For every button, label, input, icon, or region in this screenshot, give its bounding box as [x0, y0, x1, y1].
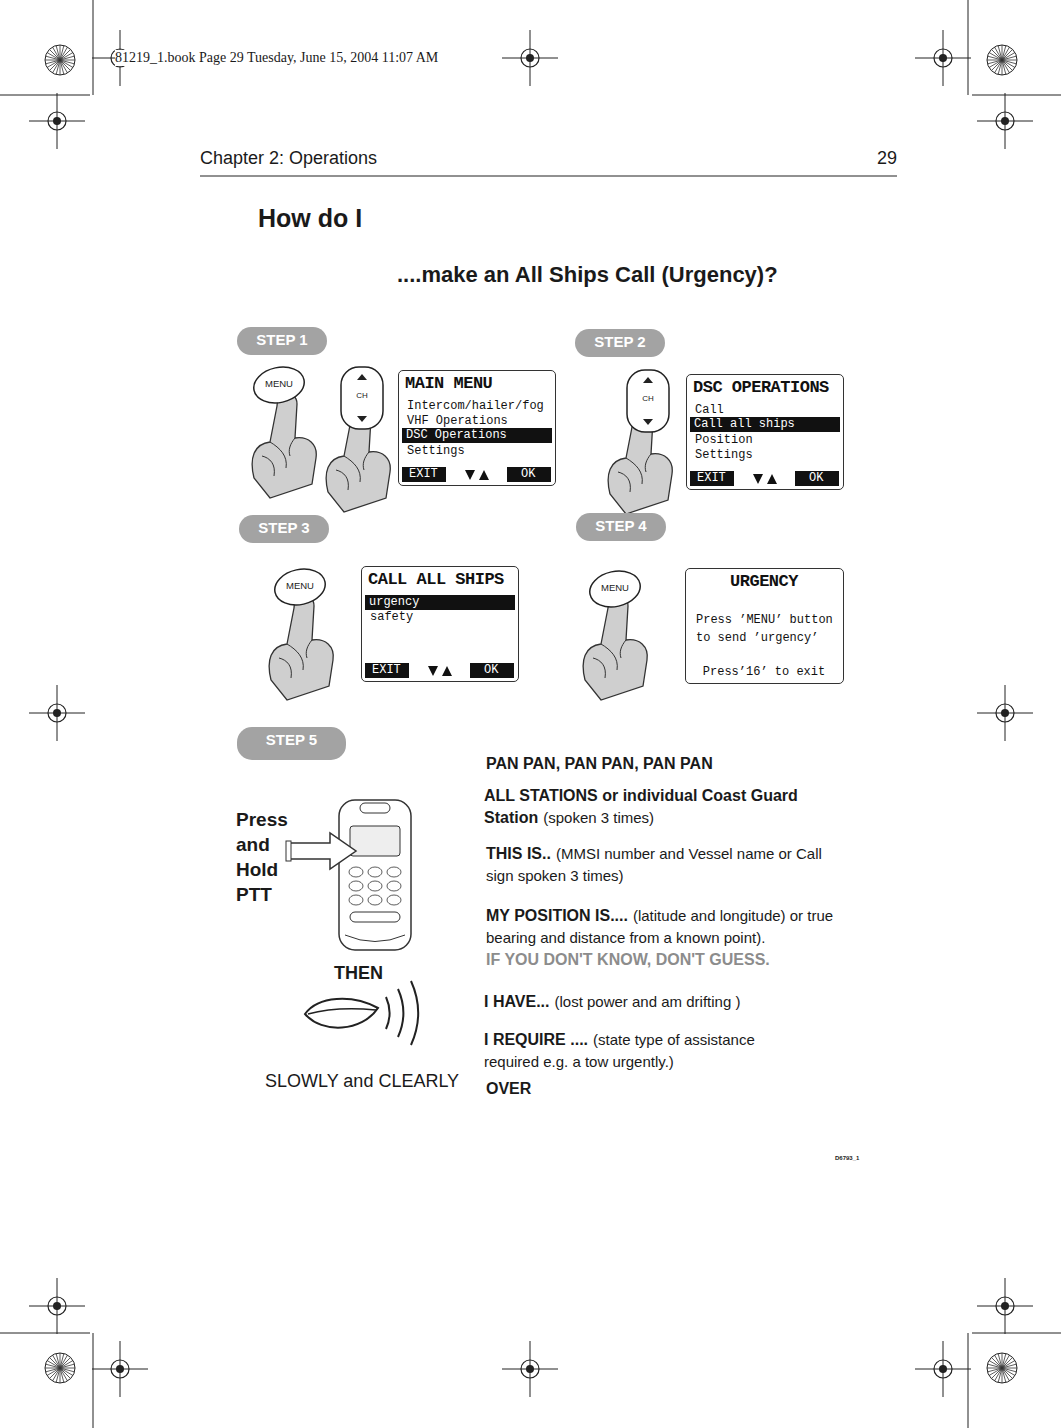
screen-line: Settings — [695, 448, 753, 462]
screen-title: URGENCY — [686, 572, 842, 591]
menu-button: MENU — [588, 570, 642, 608]
lcd-screen: CALL ALL SHIPS safetyurgencyEXIT OK — [361, 566, 519, 682]
button-label: urgency — [369, 595, 419, 609]
print-stamp: 81219_1.book Page 29 Tuesday, June 15, 2… — [115, 50, 438, 66]
script-note: (lost power and am drifting ) — [555, 993, 741, 1010]
scroll-arrows — [463, 468, 493, 482]
button-label: OK — [484, 663, 498, 677]
script-keyword: MY POSITION IS.... — [486, 907, 628, 924]
button-label: MENU — [252, 378, 306, 389]
selected-item: urgency — [365, 595, 515, 610]
button-label: EXIT — [372, 663, 401, 677]
screen-line: safety — [370, 610, 413, 624]
step-label: STEP 4 — [576, 517, 666, 534]
script-paragraph: MY POSITION IS....(latitude and longitud… — [486, 905, 846, 971]
softkey: EXIT — [690, 471, 734, 486]
screen-line: Press’16’ to exit — [686, 665, 842, 679]
handheld-radio — [286, 800, 411, 950]
script-paragraph: I REQUIRE ....(state type of assistance … — [484, 1029, 794, 1073]
pressing-hand — [269, 597, 333, 700]
page-number: 29 — [877, 148, 897, 169]
screen-title: DSC OPERATIONS — [693, 378, 829, 397]
script-line: PAN PAN, PAN PAN, PAN PAN — [486, 755, 713, 773]
script-line: OVER — [486, 1080, 531, 1098]
script-paragraph: THIS IS..(MMSI number and Vessel name or… — [486, 843, 826, 887]
button-label: OK — [809, 471, 823, 485]
page-title: How do I — [258, 204, 362, 233]
selected-item: Call all ships — [690, 417, 840, 432]
step-label: STEP 3 — [239, 519, 329, 536]
script-note: (spoken 3 times) — [543, 809, 654, 826]
scroll-arrows — [426, 664, 456, 678]
menu-button: MENU — [273, 568, 327, 606]
screen-line: Call — [695, 403, 724, 417]
step-label: STEP 1 — [237, 331, 327, 348]
button-label: DSC Operations — [406, 428, 507, 442]
selected-item: DSC Operations — [402, 428, 552, 443]
sequence-word: THEN — [334, 963, 383, 984]
script-keyword: I HAVE... — [484, 993, 550, 1010]
screen-title: CALL ALL SHIPS — [368, 570, 504, 589]
screen-line: Press ’MENU’ button to send ’urgency’ — [696, 611, 839, 647]
header-rule — [200, 176, 897, 177]
lcd-screen: DSC OPERATIONS CallPositionSettings Call a… — [686, 374, 844, 490]
menu-button: MENU — [252, 366, 306, 404]
button-label: EXIT — [697, 471, 726, 485]
script-keyword: I REQUIRE .... — [484, 1031, 588, 1048]
screen-line: Position — [695, 433, 753, 447]
button-label: CH — [626, 394, 670, 403]
channel-button: CH — [626, 369, 670, 433]
screen-line: Intercom/hailer/fog — [407, 399, 544, 413]
softkey: EXIT — [402, 467, 446, 482]
script-paragraph: ALL STATIONS or individual Coast Guard S… — [484, 785, 844, 829]
softkey: EXIT — [365, 663, 409, 678]
step-label: STEP 2 — [575, 333, 665, 350]
figure-code: D6793_1 — [835, 1155, 859, 1161]
softkey: OK — [507, 467, 551, 482]
button-label: EXIT — [409, 467, 438, 481]
step-badge: STEP 1 — [237, 327, 327, 355]
step-badge: STEP 2 — [575, 329, 665, 357]
speaking-lips — [305, 981, 418, 1045]
speech-instruction: SLOWLY and CLEARLY — [265, 1071, 459, 1092]
warning-note: IF YOU DON'T KNOW, DON'T GUESS. — [486, 949, 846, 971]
screen-line: VHF Operations — [407, 414, 508, 428]
step-badge: STEP 5 — [237, 727, 346, 760]
pressing-hand — [252, 395, 316, 498]
pressing-hand — [583, 597, 647, 700]
button-label: MENU — [588, 582, 642, 593]
script-paragraph: I HAVE... (lost power and am drifting ) — [484, 991, 844, 1013]
ptt-instruction: Press and Hold PTT — [236, 807, 298, 907]
chapter-header: Chapter 2: Operations — [200, 148, 377, 169]
step-badge: STEP 4 — [576, 513, 666, 541]
script-keyword: THIS IS.. — [486, 845, 551, 862]
screen-title: MAIN MENU — [405, 374, 492, 393]
step-label: STEP 5 — [237, 731, 346, 748]
step-badge: STEP 3 — [239, 515, 329, 543]
lcd-screen: URGENCY Press ’MENU’ button to send ’urge… — [685, 568, 844, 684]
scroll-arrows — [751, 472, 781, 486]
button-label: MENU — [273, 580, 327, 591]
button-label: CH — [340, 391, 384, 400]
lcd-screen: MAIN MENU Intercom/hailer/fogVHF Operatio… — [398, 370, 556, 486]
subheading: ....make an All Ships Call (Urgency)? — [397, 262, 778, 288]
softkey: OK — [470, 663, 514, 678]
channel-button: CH — [340, 366, 384, 430]
button-label: OK — [521, 467, 535, 481]
softkey: OK — [795, 471, 839, 486]
button-label: Call all ships — [694, 417, 795, 431]
screen-line: Settings — [407, 444, 465, 458]
